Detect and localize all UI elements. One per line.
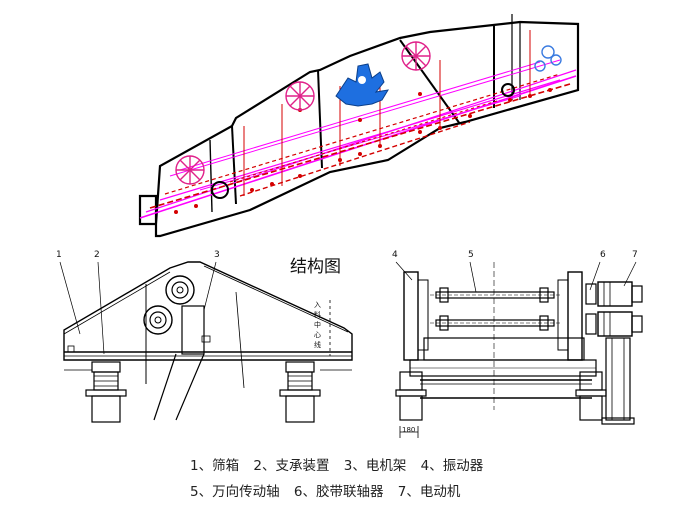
gear-icon	[534, 45, 562, 72]
callout-5: 5	[468, 250, 474, 260]
legend-item: 6、胶带联轴器	[293, 484, 384, 500]
legend-item: 5、万向传动轴	[190, 484, 280, 500]
legend-item: 7、电动机	[397, 484, 461, 500]
callout-4: 4	[392, 250, 398, 260]
callout-3: 3	[214, 250, 220, 260]
end-elevation-view	[395, 261, 643, 438]
screen-box-outline	[138, 20, 580, 238]
vibrator-rotor-icon	[401, 41, 431, 71]
callout-2: 2	[94, 250, 100, 260]
support-spring-right	[279, 361, 321, 423]
callout-7: 7	[632, 250, 638, 260]
legend-line-2: 5、万向传动轴 6、胶带联轴器 7、电动机	[190, 480, 470, 500]
diagram-title: 结构图	[290, 257, 341, 277]
support-spring-left	[85, 361, 127, 423]
feed-centerline-note: 入料中心线	[314, 301, 321, 349]
screen-box	[63, 261, 353, 361]
motor-icon	[597, 281, 643, 337]
callout-6: 6	[600, 250, 606, 260]
legend-line-1: 1、筛箱 2、支承装置 3、电机架 4、振动器	[190, 454, 493, 474]
legend-item: 2、支承装置	[253, 458, 330, 474]
vibrator-rotor-icon	[285, 81, 315, 111]
legend-item: 3、电机架	[343, 458, 407, 474]
side-elevation-view	[59, 261, 353, 423]
callout-1: 1	[56, 250, 62, 260]
legend-item: 4、振动器	[420, 458, 484, 474]
motor-blue-icon	[335, 63, 389, 107]
dimension-label: 180	[402, 426, 416, 434]
vibrator-rotor-icon	[175, 155, 205, 185]
legend-item: 1、筛箱	[190, 458, 240, 474]
screen-box-section-view	[138, 14, 580, 238]
